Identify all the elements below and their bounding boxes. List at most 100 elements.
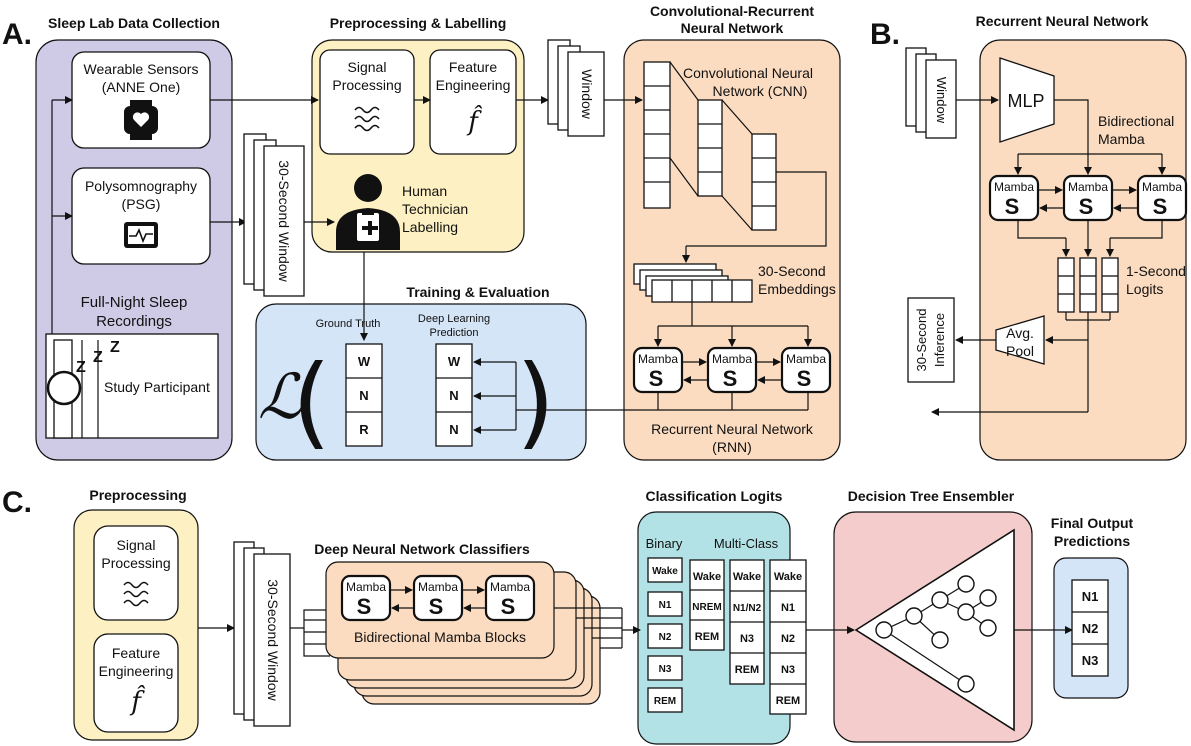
training-evaluation-panel — [255, 303, 587, 461]
thirty-second-window-label-a: 30-Second Window — [276, 160, 292, 282]
svg-text:REM: REM — [735, 664, 759, 676]
cnn-to-embeddings-line — [686, 171, 827, 247]
technician-icon — [336, 174, 400, 250]
panel-letter-b: B. — [870, 18, 900, 51]
mlp-shape — [999, 57, 1055, 143]
signal-processing-box-c — [93, 525, 179, 621]
mamba-block-b2: Mamba S — [1062, 174, 1114, 222]
mamba-block-c3: Mamba S — [484, 574, 536, 622]
inference-label-1: 30-Second — [914, 309, 929, 372]
feature-engineering-box-c — [93, 633, 179, 733]
svg-text:Mamba: Mamba — [1142, 180, 1182, 194]
prediction-cell: N — [449, 422, 458, 437]
avg-pool-shape — [995, 315, 1045, 365]
prediction-cell: W — [448, 354, 461, 369]
rnn-label-2: (RNN) — [712, 439, 752, 455]
window-stack-b: Window — [905, 47, 957, 139]
embedding-stack — [633, 263, 753, 303]
ground-truth-column: W N R — [345, 343, 383, 447]
snake-icon: S — [357, 594, 372, 619]
snake-icon: S — [649, 366, 664, 391]
study-participant-label: Study Participant — [104, 379, 210, 395]
binary-label: Binary — [646, 536, 683, 551]
fan-in-lines — [290, 609, 330, 657]
feature-engineering-box — [429, 49, 517, 155]
crnn-title-2: Neural Network — [681, 20, 784, 36]
cnn-label-2: Network (CNN) — [713, 83, 808, 99]
svg-text:Mamba: Mamba — [418, 580, 458, 594]
multiclass-column-3: Wake NREM REM — [689, 559, 725, 651]
svg-text:N3: N3 — [781, 664, 795, 676]
logits-columns — [1057, 257, 1119, 313]
feature-engineering-label-2: Engineering — [436, 77, 511, 93]
mamba-block-a3: Mamba S — [780, 346, 832, 394]
thirty-second-window-label-c: 30-Second Window — [265, 579, 281, 701]
svg-text:N1: N1 — [781, 602, 795, 614]
mamba-block-a1: Mamba S — [632, 346, 684, 394]
logits-label-2: Logits — [1126, 281, 1163, 297]
embeddings-label-1: 30-Second — [758, 263, 826, 279]
svg-text:N2: N2 — [781, 633, 795, 645]
panel-letter-c: C. — [2, 486, 32, 519]
logits-title: Classification Logits — [646, 488, 783, 504]
svg-text:NREM: NREM — [692, 602, 721, 613]
mamba-b1-out — [1017, 220, 1066, 239]
feature-engineering-c-1: Feature — [112, 645, 160, 661]
svg-text:N3: N3 — [659, 664, 672, 675]
dl-prediction-label-2: Prediction — [430, 327, 479, 339]
prediction-cell: N — [449, 388, 458, 403]
mamba-blocks-label: Bidirectional Mamba Blocks — [354, 629, 526, 645]
signal-processing-c-2: Processing — [101, 555, 170, 571]
multiclass-label: Multi-Class — [714, 536, 779, 551]
svg-text:REM: REM — [776, 695, 800, 707]
thirty-second-window-stack-c: 30-Second Window — [233, 541, 291, 727]
signal-processing-label-1: Signal — [348, 59, 387, 75]
final-title-1: Final Output — [1051, 515, 1134, 531]
signal-processing-label-2: Processing — [332, 77, 401, 93]
psg-label-1: Polysomnography — [85, 178, 197, 194]
svg-text:Mamba: Mamba — [786, 352, 826, 366]
svg-text:Wake: Wake — [733, 571, 761, 583]
bidirectional-label-2: Mamba — [1098, 131, 1145, 147]
mamba-block-a2: Mamba S — [706, 346, 758, 394]
inference-label-2: Inference — [932, 313, 947, 367]
logits-label-1: 1-Second — [1126, 263, 1186, 279]
wearable-label-1: Wearable Sensors — [84, 61, 199, 77]
feature-engineering-label-1: Feature — [449, 59, 497, 75]
dnn-title: Deep Neural Network Classifiers — [314, 541, 530, 557]
close-paren: ) — [516, 343, 555, 460]
rnn-b-title: Recurrent Neural Network — [976, 13, 1149, 29]
signal-processing-box — [319, 49, 415, 155]
cnn-layers — [643, 61, 777, 231]
svg-text:REM: REM — [695, 631, 719, 643]
cnn-connections — [669, 61, 753, 231]
preproc-labelling-title: Preprocessing & Labelling — [330, 15, 507, 31]
multiclass-column-4: Wake N1/N2 N3 REM — [729, 559, 765, 685]
avg-pool-label-1: Avg. — [1006, 325, 1034, 341]
snake-icon: S — [429, 594, 444, 619]
monitor-icon — [124, 222, 158, 248]
sleep-lab-title: Sleep Lab Data Collection — [48, 15, 220, 31]
svg-text:Mamba: Mamba — [712, 352, 752, 366]
bidirectional-label-1: Bidirectional — [1098, 113, 1174, 129]
feature-engineering-c-2: Engineering — [99, 663, 174, 679]
wearable-label-2: (ANNE One) — [102, 79, 181, 95]
snake-icon: S — [797, 366, 812, 391]
embeddings-label-2: Embeddings — [758, 281, 836, 297]
prediction-column: W N N — [435, 343, 473, 447]
preprocessing-c-title: Preprocessing — [89, 487, 186, 503]
final-output-cell: N3 — [1082, 653, 1099, 668]
ground-truth-label: Ground Truth — [316, 318, 381, 330]
loss-symbol: ℒ — [258, 360, 304, 433]
final-output-cell: N2 — [1082, 621, 1099, 636]
truth-cell: R — [359, 422, 369, 437]
fan-out-lines — [554, 607, 623, 649]
mlp-label: MLP — [1007, 91, 1044, 111]
wave-icon — [354, 106, 380, 132]
window-label-a: Window — [579, 69, 595, 120]
window-label-b: Window — [934, 77, 949, 124]
panel-letter-a: A. — [2, 18, 32, 51]
mlp-out-line — [1054, 99, 1089, 154]
svg-text:Wake: Wake — [774, 571, 802, 583]
svg-text:Wake: Wake — [693, 571, 721, 583]
